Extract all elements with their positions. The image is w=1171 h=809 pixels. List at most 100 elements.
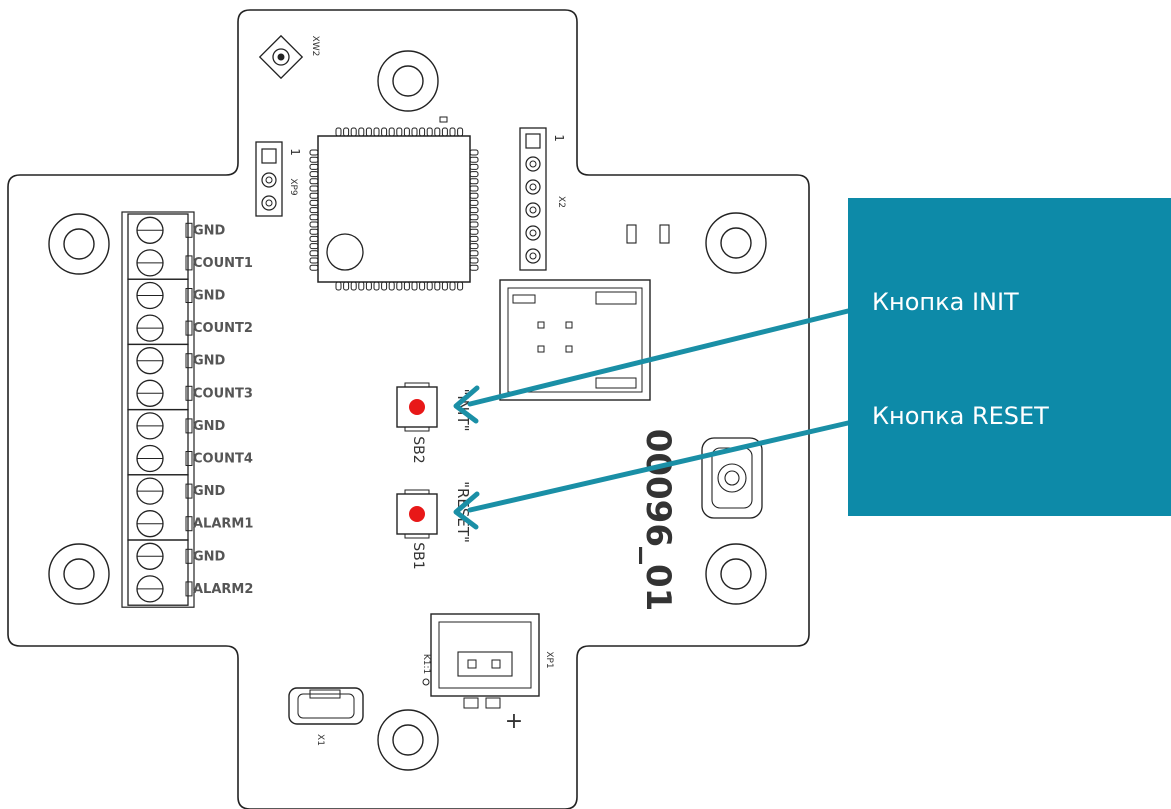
module-pad [469,171,479,178]
module-pad [457,127,464,137]
init-arrow-head [453,385,480,424]
terminal-pin-label: GND [193,223,226,238]
module-pad [441,281,448,291]
module-pad [403,281,410,291]
xp1-label: XP1 [544,651,554,668]
sb1-label: SB1 [410,542,426,569]
module-pad [388,127,395,137]
module-pad [373,281,380,291]
terminal-clip [185,483,193,499]
terminal-group [127,539,189,606]
callout-box: Кнопка INIT Кнопка RESET [848,198,1171,516]
module-pad [309,235,319,242]
terminal-pin-label: COUNT4 [193,452,253,467]
module-pad [309,264,319,271]
terminal-clip [185,548,193,564]
module-pad [381,281,388,291]
micro-usb-connector [288,687,364,725]
module-pad [403,127,410,137]
terminal-pin-label: ALARM2 [193,582,253,597]
module-pad [441,127,448,137]
module-pad [309,185,319,192]
antenna-connector [258,34,304,80]
sb2-label: SB2 [410,436,426,463]
xw2-label: XW2 [310,36,320,57]
module-pad [469,199,479,206]
module-pad [309,243,319,250]
module-pad [469,178,479,185]
module-pad [396,127,403,137]
mounting-holes [48,50,767,771]
module-pad [365,281,372,291]
module-pad [381,127,388,137]
module-pad [411,281,418,291]
module-pad [469,156,479,163]
terminal-pin-label: GND [193,549,226,564]
module-pad [469,221,479,228]
terminal-clip [185,581,193,597]
module-pad [350,281,357,291]
terminal-pin-label: COUNT1 [193,256,253,271]
module-pad [434,127,441,137]
callout-arrows [453,308,851,530]
terminal-clip [185,418,193,434]
module-pad [309,207,319,214]
terminal-clip [185,255,193,271]
module-pad [469,192,479,199]
module-pad [309,250,319,257]
terminal-clip [185,353,193,369]
init-button[interactable] [396,382,438,432]
module-pad [457,281,464,291]
module-pad [469,235,479,242]
init-callout-label: Кнопка INIT [872,288,1019,316]
reset-arrow-line [467,420,851,513]
module-pad [396,281,403,291]
module-pad [469,250,479,257]
module-pad [388,281,395,291]
terminal-clip [185,451,193,466]
module-pad [469,207,479,214]
x2-label: X2 [556,196,566,208]
terminal-clip [185,288,193,303]
xp1-connector [422,613,540,709]
terminal-pin-label: COUNT3 [193,386,253,401]
module-pad [309,199,319,206]
module-pad [335,281,342,291]
reset-button[interactable] [396,489,438,539]
module-pad [469,264,479,271]
terminal-pin-label: ALARM1 [193,517,253,532]
module-pad [449,127,456,137]
terminal-clip [185,516,193,532]
module-pad [309,178,319,185]
terminal-block: GNDCOUNT1GNDCOUNT2GNDCOUNT3GNDCOUNT4GNDA… [121,211,253,608]
xp9-label: XP9 [288,178,298,196]
plus-label: + [505,709,523,734]
module-pad [365,127,372,137]
reset-arrow-head [453,491,480,530]
terminal-clip [185,320,193,336]
module-pad [411,127,418,137]
gsm-module [309,116,479,291]
x2-header [519,127,547,271]
module-pad [469,243,479,250]
module-pad [309,214,319,221]
reset-silkscreen-label: "RESET" [454,481,472,543]
module-pad [469,185,479,192]
terminal-housing [121,211,195,608]
module-pad [343,127,350,137]
terminal-clip [185,222,193,238]
module-pad [469,257,479,264]
module-pad [419,127,426,137]
terminal-pin-label: COUNT2 [193,321,253,336]
module-pad [309,149,319,156]
module-pad [350,127,357,137]
pin-one-label-xp9: 1 [288,148,302,156]
pin-one-label-x2: 1 [552,134,566,142]
module-pad [309,228,319,235]
module-pad [309,221,319,228]
module-pad [343,281,350,291]
module-pad [309,163,319,170]
module-pad [309,171,319,178]
sim-card-holder [499,279,651,401]
reset-callout-label: Кнопка RESET [872,402,1049,430]
